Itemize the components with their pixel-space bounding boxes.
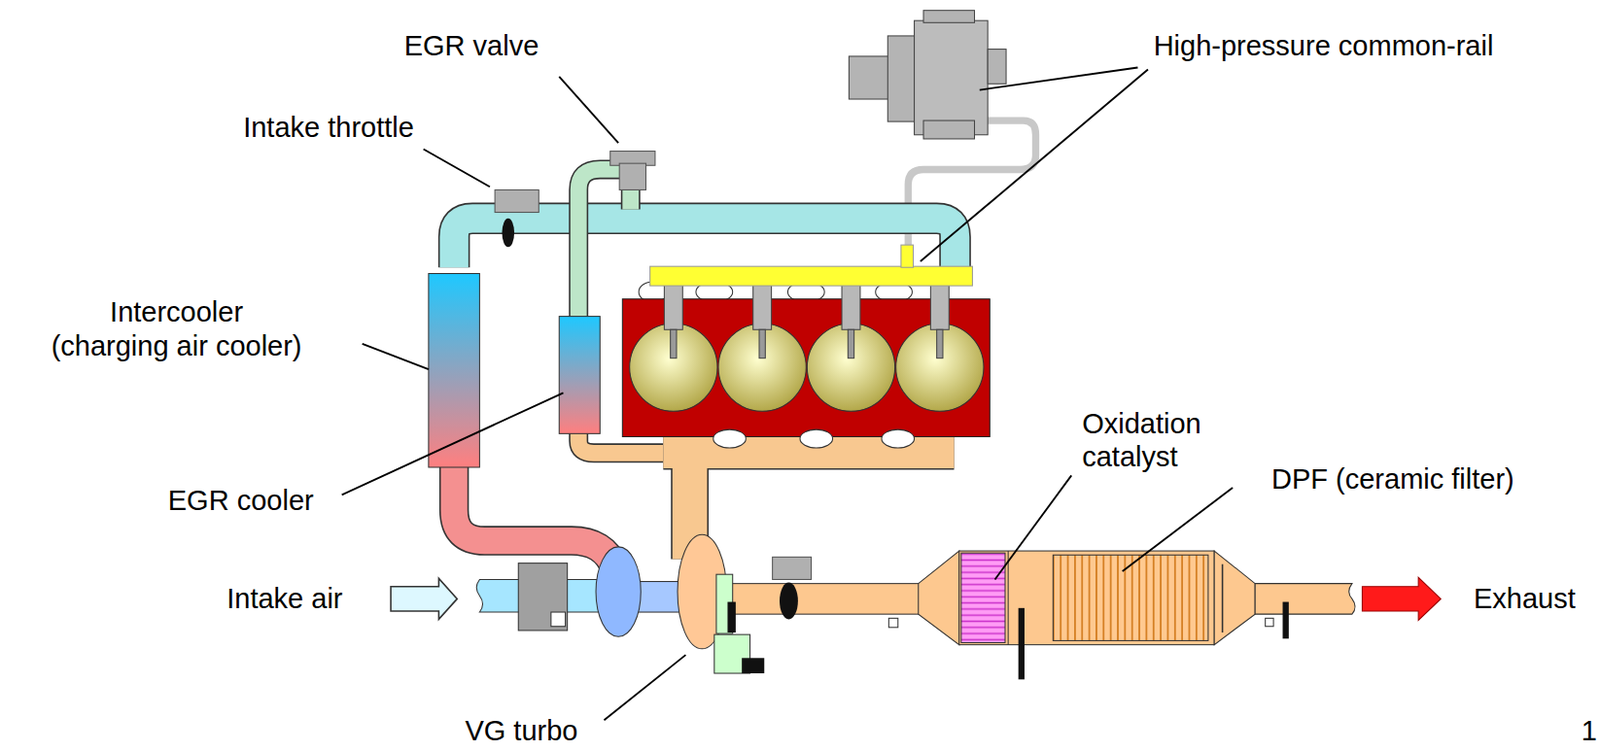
cylinder <box>629 323 718 412</box>
vg-rod <box>727 602 735 633</box>
manifold-outline <box>453 218 955 268</box>
leader-line <box>920 69 1148 262</box>
injector-nozzle <box>759 329 766 358</box>
part-label: DPF (ceramic filter) <box>1271 462 1515 497</box>
part-label: EGR valve <box>404 29 540 64</box>
leader-line <box>1122 487 1233 572</box>
injectors <box>663 280 949 359</box>
flow-label: Intake air <box>226 582 343 617</box>
outlet-cone <box>1214 551 1255 646</box>
dpf <box>1052 555 1209 641</box>
divider <box>1008 551 1009 646</box>
oxidation-catalyst <box>961 553 1006 643</box>
injector-nozzle <box>670 329 677 358</box>
egr-pipe <box>578 169 631 318</box>
charge-pipe <box>453 461 615 568</box>
after-treatment-can <box>959 551 1215 646</box>
injector <box>841 280 861 330</box>
leader-line <box>423 148 490 187</box>
egr-cooler <box>558 316 600 435</box>
part-label: Oxidation catalyst <box>1081 407 1102 476</box>
inlet-cone <box>918 551 960 646</box>
charge-pipe-outline <box>453 461 615 568</box>
flow-label: Exhaust <box>1473 582 1576 617</box>
injector-nozzle <box>847 329 854 358</box>
pump-top <box>923 10 974 24</box>
tail-pipe <box>1254 584 1356 615</box>
injector <box>930 280 949 330</box>
cylinder <box>718 323 806 412</box>
leader-line <box>362 344 429 370</box>
page-number: 1 <box>1581 714 1598 749</box>
common-rail <box>650 266 974 286</box>
engine <box>622 244 990 449</box>
exhaust-arrow <box>1361 577 1441 621</box>
egr-line <box>578 151 656 319</box>
part-label: High-pressure common-rail <box>1153 29 1495 64</box>
injector-nozzle <box>937 329 943 358</box>
injector <box>663 280 683 330</box>
exhaust-throttle-actuator <box>772 556 812 580</box>
leader-line <box>995 475 1073 580</box>
exhaust-port <box>800 429 834 449</box>
sensor <box>1018 608 1025 680</box>
rail-inlet <box>901 244 914 268</box>
part-label: Intercooler (charging air cooler) <box>51 295 303 364</box>
part-label: VG turbo <box>464 714 578 749</box>
sensor <box>1283 602 1289 640</box>
divider <box>1221 564 1224 633</box>
intercooler <box>428 274 480 468</box>
leader-line <box>979 67 1139 90</box>
exhaust-port <box>881 429 915 449</box>
intake-manifold <box>453 218 955 303</box>
manifold-body <box>453 218 955 268</box>
leader-lines <box>342 67 1233 721</box>
exhaust-throttle-plate <box>779 583 799 621</box>
pump-bottom <box>923 120 974 140</box>
air-flow-meter <box>518 563 567 631</box>
leader-line <box>603 655 686 721</box>
sensor <box>551 612 566 627</box>
injector <box>753 280 772 330</box>
intake-throttle <box>494 189 539 247</box>
part-label: EGR cooler <box>168 484 314 519</box>
cylinder <box>806 323 895 412</box>
leader-line <box>558 76 619 143</box>
pump-flange <box>887 35 916 122</box>
sensor <box>1265 618 1274 627</box>
part-label: Intake throttle <box>243 110 415 145</box>
pump-side <box>987 49 1007 85</box>
throttle-plate <box>501 218 515 247</box>
pump-shaft <box>848 56 890 100</box>
leader-line <box>342 392 564 495</box>
cylinder <box>896 323 984 412</box>
intake-arrow <box>390 578 457 620</box>
pump-body <box>914 20 989 136</box>
vg-connector <box>741 658 765 674</box>
high-pressure-pipe <box>907 120 1036 256</box>
throttle-actuator <box>494 189 539 212</box>
turbo-shaft <box>634 582 684 613</box>
egr-valve-body <box>619 163 646 190</box>
exhaust-port <box>713 429 747 449</box>
exhaust-pipe <box>714 584 925 615</box>
sensor <box>888 618 898 627</box>
egr-pipe-outline <box>578 169 631 318</box>
compressor <box>595 547 641 637</box>
